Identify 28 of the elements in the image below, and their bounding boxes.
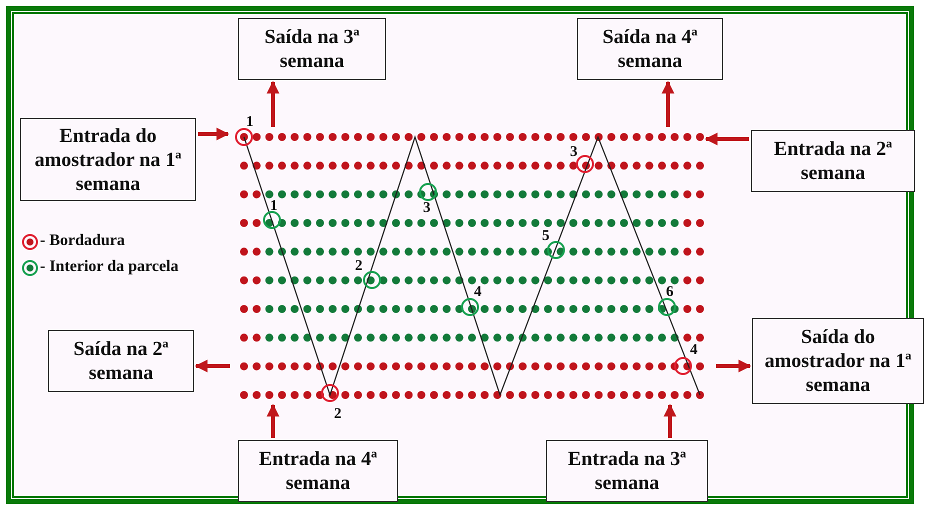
arrow [194,360,230,372]
point-number: 5 [542,228,550,245]
point-number: 6 [666,284,674,301]
text-box: Entrada na 2ª semana [751,130,915,192]
arrow [664,404,676,438]
text-box: Saída do amostrador na 1ª semana [752,318,924,404]
point-number: 3 [423,200,430,217]
legend-text: - Bordadura [40,232,125,250]
point-number: 4 [474,284,482,301]
text-box: Entrada na 3ª semana [546,440,708,502]
point-number: 2 [355,258,362,275]
point-number: 3 [570,144,578,161]
text-box: Entrada na 4ª semana [238,440,398,502]
point-number: 1 [270,198,278,215]
legend-text: - Interior da parcela [40,258,178,276]
text-box: Entrada do amostrador na 1ª semana [20,118,196,201]
point-number: 4 [690,342,698,359]
point-number: 2 [334,406,342,423]
arrow [704,132,749,146]
text-box: Saída na 4ª semana [577,18,723,80]
text-box: Saída na 2ª semana [48,330,194,392]
text-box: Saída na 3ª semana [238,18,386,80]
arrow [662,80,674,127]
point-number: 1 [246,114,254,131]
arrow [266,404,280,438]
arrow [266,80,280,127]
arrow [198,128,230,140]
arrow [716,360,752,372]
